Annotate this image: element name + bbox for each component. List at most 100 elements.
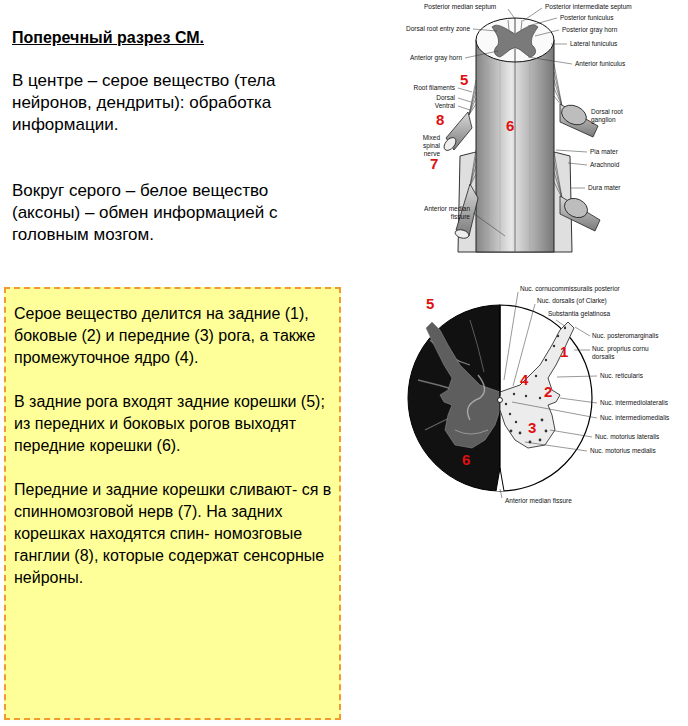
callout-number: 6 — [506, 118, 514, 133]
leader-line — [528, 57, 572, 64]
anatomy-label: Posterior gray horn — [562, 26, 617, 34]
root-filament — [469, 104, 476, 115]
root-filament — [470, 158, 476, 186]
anatomy-label: Dura mater — [588, 184, 621, 192]
callout-number: 3 — [528, 420, 536, 435]
callout-number: 1 — [560, 344, 568, 359]
root-filament — [469, 86, 476, 115]
pia-stripe — [500, 62, 501, 250]
neuron-dot — [541, 419, 544, 422]
callout-number: 8 — [436, 112, 444, 127]
callout-number: 7 — [430, 156, 438, 171]
anatomy-label: Ventral — [435, 102, 455, 110]
root-filament — [469, 92, 476, 115]
root-filament — [554, 72, 562, 106]
leader-lines-bottom — [500, 292, 597, 498]
anatomy-label: Mixed spinal nerve — [406, 134, 440, 158]
root-filament — [469, 80, 476, 115]
leader-line — [575, 327, 590, 336]
leader-line — [473, 213, 505, 236]
leader-line — [535, 30, 559, 36]
callout-number: 6 — [462, 452, 470, 467]
leader-line — [473, 29, 497, 31]
body-text: Вокруг серого – белое вещество (аксоны) … — [12, 180, 312, 246]
median-septum — [515, 18, 516, 33]
neuron-dot — [519, 432, 522, 435]
leader-line — [525, 442, 587, 451]
anatomy-label: Posterior funiculus — [560, 14, 613, 22]
leader-line — [574, 350, 590, 351]
neuron-dot — [513, 393, 515, 395]
note-box: Серое вещество делится на задние (1), бо… — [4, 287, 341, 720]
pia-stripe — [530, 62, 531, 250]
anatomy-label: Lateral funiculus — [570, 40, 617, 48]
posterior-median-septum — [500, 305, 501, 396]
leader-line — [504, 292, 518, 380]
leader-line — [465, 51, 498, 58]
leader-line — [500, 489, 502, 498]
leader-line — [513, 304, 535, 386]
anterior-fissure-line — [515, 62, 516, 252]
leader-line — [550, 430, 592, 437]
anatomy-label: Dorsal root ganglion — [591, 108, 635, 124]
neuron-dot — [510, 430, 513, 433]
root-filament — [470, 150, 476, 186]
leader-line — [571, 188, 585, 189]
cord-body — [476, 40, 554, 252]
root-filament — [554, 88, 562, 106]
cross-section-figure — [408, 305, 592, 491]
leader-line — [458, 98, 471, 102]
neuron-dot — [539, 439, 542, 442]
gray-matter-left — [426, 322, 500, 448]
body-text: В центре – серое вещество (тела нейронов… — [12, 70, 280, 136]
anatomy-label: Nuc. posteromarginalis — [592, 332, 658, 340]
leader-line — [523, 8, 542, 21]
anatomy-label: Nuc. reticularis — [600, 372, 643, 380]
gray-matter-right — [500, 322, 574, 448]
neuron-dot — [539, 397, 541, 399]
gray-matter-texture — [455, 430, 488, 434]
anterior-median-fissure — [496, 468, 504, 491]
pia-stripe — [542, 64, 543, 250]
anatomy-label: Posterior median septum — [424, 3, 496, 11]
stained-left-half — [408, 305, 500, 491]
nerve-cut-end — [442, 135, 459, 152]
neuron-dot — [505, 403, 507, 405]
neuron-dot — [535, 375, 537, 377]
callout-number: 5 — [426, 296, 434, 311]
box-paragraph: Серое вещество делится на задние (1), бо… — [14, 303, 333, 369]
anatomy-label: Dorsal — [436, 94, 455, 102]
median-fissure — [515, 49, 516, 62]
anatomy-label: Anterior gray horn — [410, 54, 462, 62]
pia-stripe — [488, 64, 489, 250]
root-filament — [554, 172, 562, 198]
root-filament — [470, 174, 476, 186]
intermediate-septum — [521, 20, 522, 30]
leader-line — [560, 398, 597, 403]
neuron-dots — [505, 327, 566, 444]
anatomy-label: Nuc. proprius cornu dorsalis — [592, 345, 664, 361]
root-filament — [554, 162, 562, 198]
cord-section — [476, 18, 554, 62]
leader-line — [557, 376, 597, 377]
anatomy-label: Nuc. dorsalis (of Clarke) — [537, 297, 607, 305]
central-canal — [498, 398, 503, 403]
anatomy-label: Dorsal root entry zone — [406, 25, 470, 33]
leader-line — [568, 163, 587, 165]
root-filament — [554, 80, 562, 106]
leader-line — [508, 9, 515, 19]
box-paragraph: В задние рога входят задние корешки (5);… — [14, 391, 333, 457]
root-filament — [469, 98, 476, 115]
dorsal-root-ganglion — [558, 101, 589, 128]
unstained-right-half — [500, 305, 592, 491]
neuron-dot — [545, 359, 547, 361]
leader-line — [551, 44, 567, 45]
leader-line — [528, 18, 557, 26]
gray-matter-texture — [468, 375, 485, 420]
anatomy-label: Anterior median fissure — [505, 497, 572, 505]
root-filament — [554, 152, 562, 198]
leader-lines-top — [458, 8, 587, 236]
anatomy-label: Arachnoid — [590, 161, 619, 169]
anatomy-label: Nuc. intermediolateralis — [600, 399, 668, 407]
